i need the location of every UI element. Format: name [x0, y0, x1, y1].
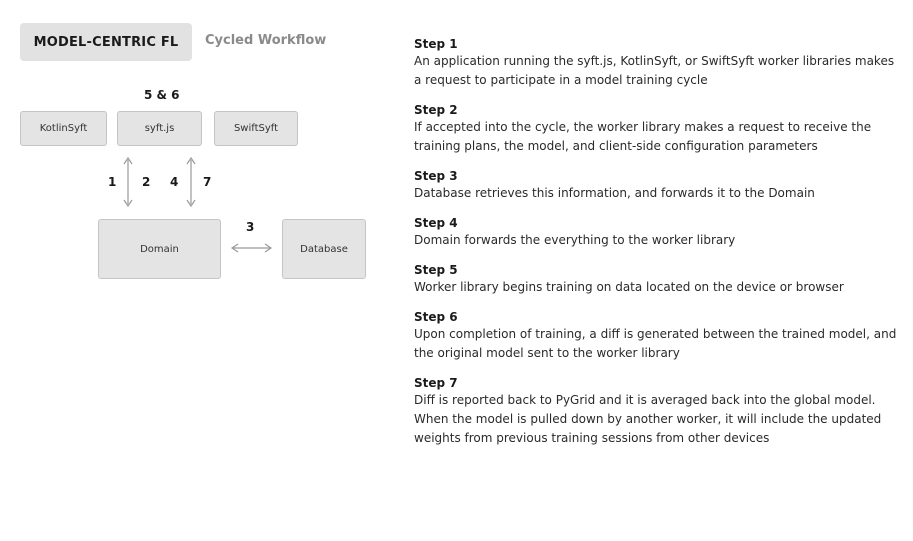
step-1: Step 1 An application running the syft.j… — [414, 36, 904, 90]
step-text: Upon completion of training, a diff is g… — [414, 327, 897, 360]
label-4: 4 — [170, 175, 179, 189]
label-5-and-6: 5 & 6 — [144, 88, 180, 102]
step-title: Step 3 — [414, 169, 458, 183]
node-kotlinsyft: KotlinSyft — [20, 111, 107, 146]
step-title: Step 1 — [414, 37, 458, 51]
step-3: Step 3 Database retrieves this informati… — [414, 168, 904, 203]
arrow-horizontal-left-head — [230, 243, 239, 253]
step-4: Step 4 Domain forwards the everything to… — [414, 215, 904, 250]
step-text: Worker library begins training on data l… — [414, 280, 844, 294]
step-text: An application running the syft.js, Kotl… — [414, 54, 895, 87]
step-title: Step 2 — [414, 103, 458, 117]
node-database: Database — [282, 219, 366, 279]
label-2: 2 — [142, 175, 151, 189]
label-7: 7 — [203, 175, 212, 189]
workflow-subtitle: Cycled Workflow — [205, 33, 327, 48]
node-domain: Domain — [98, 219, 221, 279]
label-3: 3 — [246, 220, 255, 234]
badge-label: MODEL-CENTRIC FL — [33, 34, 179, 50]
step-text: Diff is reported back to PyGrid and it i… — [414, 393, 882, 445]
step-title: Step 5 — [414, 263, 458, 277]
arrow-horizontal-right-head — [264, 243, 273, 253]
arrow-up-left-head — [123, 156, 133, 165]
label-1: 1 — [108, 175, 117, 189]
model-centric-fl-badge: MODEL-CENTRIC FL — [20, 23, 192, 61]
step-7: Step 7 Diff is reported back to PyGrid a… — [414, 375, 904, 448]
arrow-right-vertical-head — [186, 156, 196, 165]
arrow-up-left-tail — [123, 199, 133, 208]
step-title: Step 7 — [414, 376, 458, 390]
step-title: Step 4 — [414, 216, 458, 230]
step-6: Step 6 Upon completion of training, a di… — [414, 309, 904, 363]
step-5: Step 5 Worker library begins training on… — [414, 262, 904, 297]
step-text: Database retrieves this information, and… — [414, 186, 815, 200]
steps-list: Step 1 An application running the syft.j… — [414, 36, 904, 460]
arrow-right-vertical-tail — [186, 199, 196, 208]
node-syftjs: syft.js — [117, 111, 202, 146]
step-text: Domain forwards the everything to the wo… — [414, 233, 736, 247]
step-title: Step 6 — [414, 310, 458, 324]
step-2: Step 2 If accepted into the cycle, the w… — [414, 102, 904, 156]
step-text: If accepted into the cycle, the worker l… — [414, 120, 872, 153]
node-swiftsyft: SwiftSyft — [214, 111, 298, 146]
